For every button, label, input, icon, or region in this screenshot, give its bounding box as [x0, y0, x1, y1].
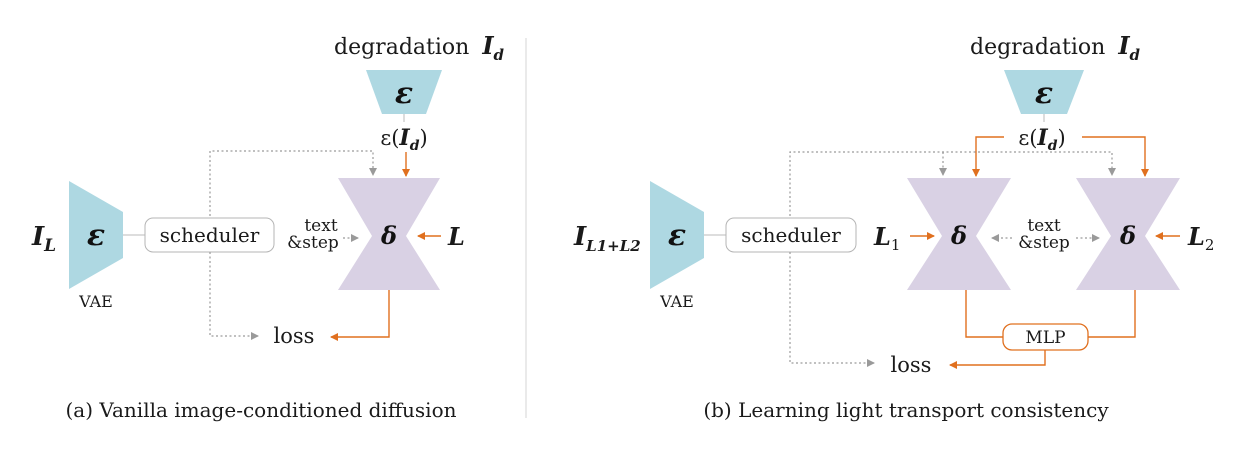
input-image-label-a: IL: [31, 222, 56, 256]
encoded-arrow-b1: [972, 136, 1004, 177]
loss-label-b: loss: [891, 353, 932, 377]
vae-encoder-b: [650, 181, 704, 289]
step-label-a: &step: [287, 233, 339, 253]
caption-b: (b) Learning light transport consistency: [703, 398, 1109, 422]
degradation-encoder-b: [1004, 70, 1084, 114]
denoiser-to-loss-arrow-a: [330, 290, 390, 341]
text-label-b: text: [1027, 216, 1060, 236]
denoiser-symbol-a: δ: [380, 221, 397, 250]
scheduler-label-a: scheduler: [160, 223, 260, 247]
encoded-label-a: ε(Id): [380, 125, 427, 154]
text-label-a: text: [304, 216, 337, 236]
denoiser1-to-mlp-line-b: [965, 290, 1003, 338]
loss-label-a: loss: [274, 324, 315, 348]
step-label-b: &step: [1018, 233, 1070, 253]
light1-label-b: L1: [873, 222, 900, 254]
encoded-arrow-b2: [1082, 136, 1149, 177]
degradation-encoder-a: [366, 70, 442, 114]
light-label-a: L: [447, 222, 465, 251]
scheduler-label-b: scheduler: [741, 223, 841, 247]
degradation-label-a: degradation Id: [334, 31, 505, 64]
denoiser1-symbol-b: δ: [950, 221, 967, 250]
degradation-encoder-symbol-a: ε: [395, 76, 413, 111]
denoiser2-b: [1076, 178, 1180, 290]
encoded-label-b: ε(Id): [1018, 125, 1065, 154]
vae-encoder-a: [69, 181, 123, 289]
scheduler-to-loss-dotted-b: [789, 252, 875, 367]
denoiser2-symbol-b: δ: [1119, 221, 1136, 250]
denoiser2-to-mlp-line-b: [1088, 290, 1136, 338]
vae-encoder-symbol-a: ε: [87, 218, 105, 253]
vae-encoder-symbol-b: ε: [668, 218, 686, 253]
input-image-label-b: IL1+L2: [573, 222, 641, 255]
degradation-label-b: degradation Id: [970, 31, 1141, 64]
degradation-encoder-symbol-b: ε: [1035, 76, 1053, 111]
scheduler-to-denoiser2-dotted-b: [789, 151, 1116, 216]
panel-b: degradation Id ε ε(Id) δ δ IL1+L2 ε VAE: [573, 31, 1214, 422]
scheduler-box-b: [725, 217, 857, 253]
denoiser1-b: [907, 178, 1011, 290]
vae-label-a: VAE: [78, 292, 113, 311]
mlp-to-loss-arrow-b: [949, 350, 1046, 369]
denoiser-a: [338, 178, 440, 290]
mlp-label-b: MLP: [1025, 328, 1065, 348]
panel-a: degradation Id ε ε(Id) δ IL ε VAE schedu…: [31, 31, 505, 422]
scheduler-to-loss-dotted-a: [209, 252, 259, 340]
vae-label-b: VAE: [659, 292, 694, 311]
light2-label-b: L2: [1187, 222, 1214, 254]
caption-a: (a) Vanilla image-conditioned diffusion: [66, 398, 457, 422]
scheduler-to-denoiser-dotted-a: [209, 150, 377, 216]
